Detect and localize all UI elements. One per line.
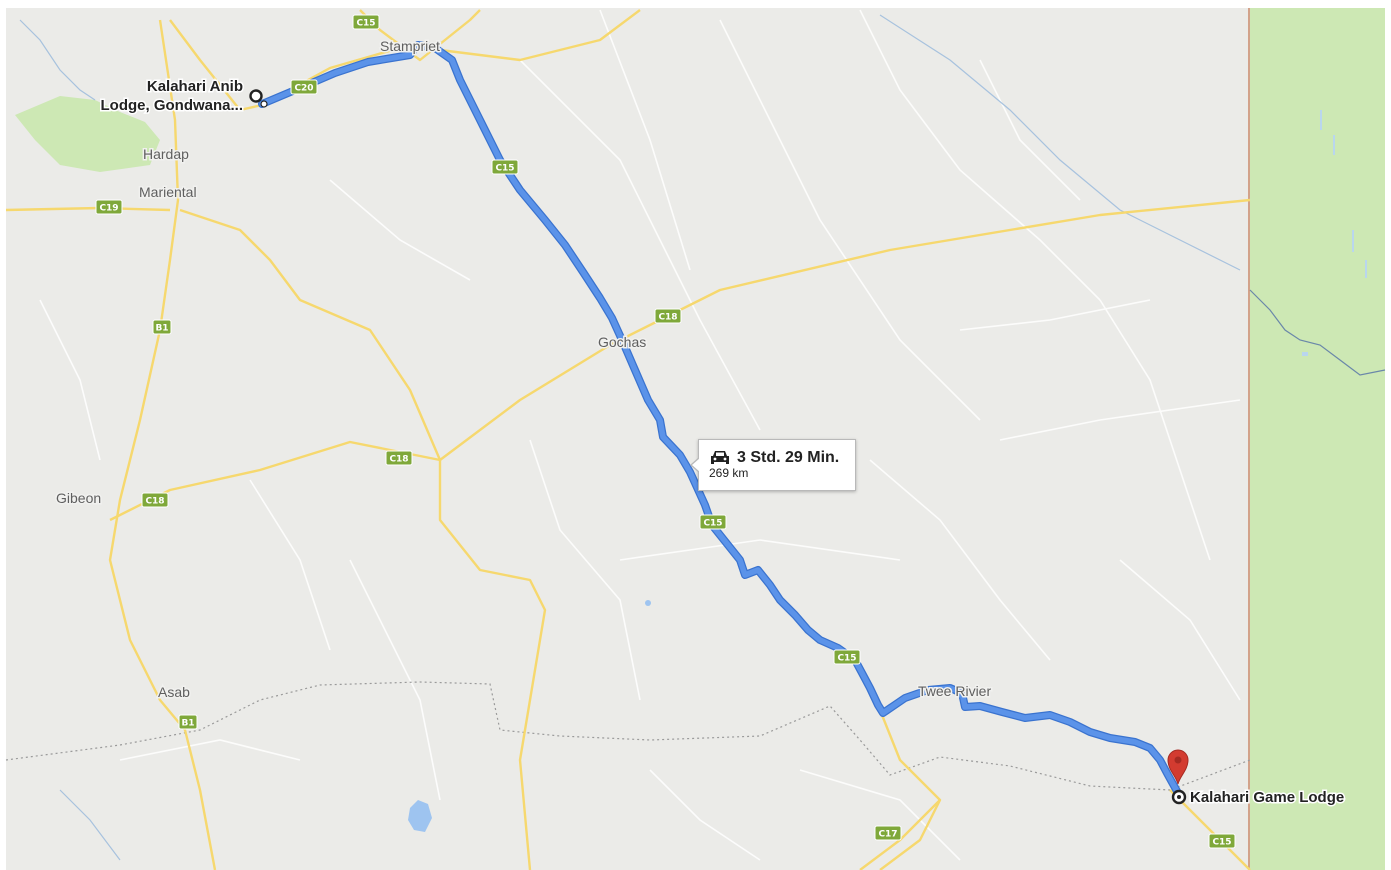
svg-text:C19: C19: [99, 204, 118, 214]
park-waterholes: [1302, 110, 1367, 356]
road-shield-c18-east: C18: [654, 308, 682, 324]
svg-text:B1: B1: [155, 324, 168, 334]
route-start-dot[interactable]: [260, 100, 268, 108]
destination-pin-icon[interactable]: [1167, 749, 1189, 785]
road-shield-c19: C19: [95, 199, 123, 215]
rivers: [19, 14, 1241, 861]
road-shield-c15-south: C15: [1208, 833, 1236, 849]
route-duration: 3 Std. 29 Min.: [737, 449, 840, 466]
svg-text:C15: C15: [356, 19, 375, 29]
place-label-hardap: Hardap: [143, 146, 189, 162]
road-shield-c15-route-1: C15: [491, 159, 519, 175]
svg-text:C15: C15: [495, 164, 514, 174]
road-shield-c18-center: C18: [385, 450, 413, 466]
pond: [645, 600, 651, 606]
svg-text:C18: C18: [658, 313, 677, 323]
destination-marker-dot: [1177, 795, 1181, 799]
road-shield-c18-west: C18: [141, 492, 169, 508]
lake: [408, 800, 432, 832]
road-shield-b1-north: B1: [152, 319, 172, 335]
svg-text:C20: C20: [294, 84, 313, 94]
svg-text:C18: C18: [145, 497, 164, 507]
destination-label[interactable]: Kalahari Game Lodge: [1189, 788, 1346, 808]
place-label-gochas: Gochas: [598, 334, 646, 350]
svg-text:C15: C15: [703, 519, 722, 529]
route-line[interactable]: [259, 42, 1181, 796]
svg-text:B1: B1: [181, 719, 194, 729]
road-shield-c15-route-2: C15: [699, 514, 727, 530]
hardap-park-area: [15, 96, 160, 172]
origin-marker[interactable]: [249, 89, 263, 103]
place-label-stampriet: Stampriet: [380, 38, 440, 54]
place-label-gibeon: Gibeon: [56, 490, 101, 506]
route-distance: 269 km: [709, 466, 749, 480]
map-frame-left: [0, 0, 6, 870]
road-shield-c17: C17: [874, 825, 902, 841]
route-info-callout[interactable]: 3 Std. 29 Min. 269 km: [690, 439, 856, 491]
svg-text:C15: C15: [837, 654, 856, 664]
svg-text:C18: C18: [389, 455, 408, 465]
road-shield-c15-north: C15: [352, 14, 380, 30]
origin-label-line1[interactable]: Kalahari Anib: [145, 77, 244, 97]
park-area: [1250, 8, 1385, 870]
car-icon: [711, 451, 729, 464]
place-label-asab: Asab: [158, 684, 190, 700]
map-frame: [0, 0, 1391, 8]
minor-roads: [39, 9, 1241, 861]
svg-text:C17: C17: [878, 830, 897, 840]
svg-text:C15: C15: [1212, 838, 1231, 848]
road-shield-c15-route-3: C15: [833, 649, 861, 665]
map-frame-right: [1385, 0, 1391, 870]
origin-label-line2[interactable]: Lodge, Gondwana...: [99, 96, 245, 116]
place-label-twee-rivier: Twee Rivier: [918, 683, 991, 699]
road-shield-c20: C20: [290, 79, 318, 95]
place-label-mariental: Mariental: [139, 184, 197, 200]
road-shield-b1-south: B1: [178, 714, 198, 730]
nossob-river: [1249, 289, 1386, 376]
route-duration-row: 3 Std. 29 Min.: [709, 449, 847, 467]
